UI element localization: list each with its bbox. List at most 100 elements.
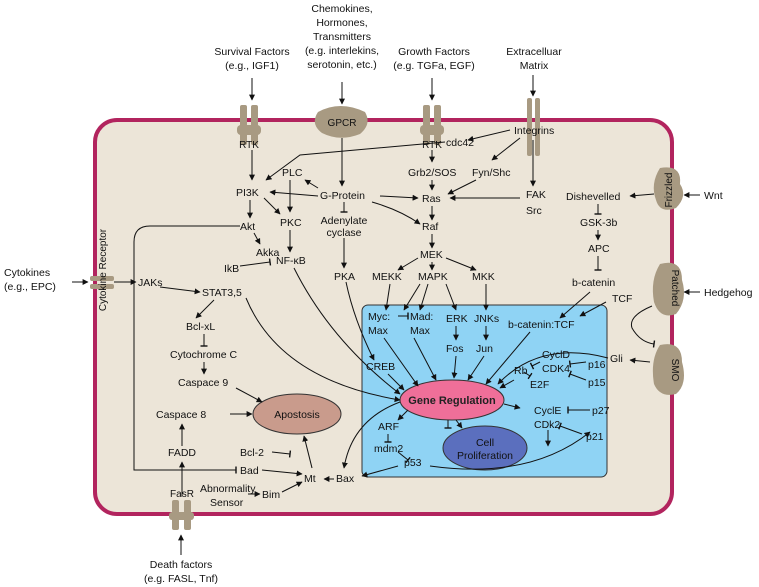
cytokine-receptor — [90, 276, 114, 289]
svg-text:cyclase: cyclase — [326, 227, 361, 239]
cytokine-receptor-label: Cytokine Receptor — [98, 228, 109, 311]
pathway-edges — [72, 75, 700, 555]
mad-node: Mad: — [410, 311, 433, 323]
svg-text:Hormones,: Hormones, — [316, 17, 367, 29]
bcl2-node: Bcl-2 — [240, 447, 264, 459]
frizzled-receptor — [653, 167, 684, 210]
raf-node: Raf — [422, 221, 438, 233]
cell-proliferation-label: Cell Proliferation — [457, 437, 513, 462]
extracellular-matrix-label: Extracelluar Matrix — [506, 46, 562, 72]
dishevelled-node: Dishevelled — [566, 191, 620, 203]
apostosis-label: Apostosis — [274, 409, 320, 421]
caspase9-node: Caspace 9 — [178, 377, 228, 389]
nfkb-node: NF-κB — [276, 255, 306, 267]
gpcr-label: GPCR — [328, 118, 357, 129]
wnt-label: Wnt — [704, 190, 723, 202]
gli-node: Gli — [610, 353, 623, 365]
rtk-label-2: RTK — [422, 140, 442, 151]
mkk-node: MKK — [472, 271, 495, 283]
svg-text:(e.g. FASL, Tnf): (e.g. FASL, Tnf) — [144, 573, 218, 585]
bclxl-node: Bcl-xL — [186, 321, 215, 333]
max-node-1: Max — [368, 325, 389, 337]
tcf-node: TCF — [612, 293, 632, 305]
pka-node: PKA — [334, 271, 355, 283]
e2f-node: E2F — [530, 379, 549, 391]
svg-text:(e.g. interlekins,: (e.g. interlekins, — [305, 45, 379, 57]
svg-text:Growth Factors: Growth Factors — [398, 46, 470, 58]
max-node-2: Max — [410, 325, 431, 337]
p16-node: p16 — [588, 359, 606, 371]
cdc42-node: cdc42 — [446, 137, 474, 149]
svg-text:(e.g., EPC): (e.g., EPC) — [4, 281, 56, 293]
creb-node: CREB — [366, 361, 395, 373]
rtk-label-1: RTK — [239, 140, 259, 151]
gprotein-node: G-Protein — [320, 190, 365, 202]
patched-receptor — [652, 262, 684, 316]
death-factors-label: Death factors (e.g. FASL, Tnf) — [144, 559, 218, 585]
p21-node: p21 — [586, 431, 604, 443]
mdm2-node: mdm2 — [374, 443, 403, 455]
jaks-node: JAKs — [138, 277, 163, 289]
bax-node: Bax — [336, 473, 355, 485]
svg-text:Cell: Cell — [476, 437, 494, 449]
bcatenin-tcf-node: b-catenin:TCF — [508, 319, 575, 331]
smo-label: SMO — [669, 359, 680, 382]
cycld-node: CyclD — [542, 349, 570, 361]
akka-node: Akka — [256, 247, 280, 259]
svg-text:(e.g. TGFa, EGF): (e.g. TGFa, EGF) — [393, 60, 475, 72]
mapk-node: MAPK — [418, 271, 448, 283]
rtk-receptor-1 — [237, 105, 261, 145]
ikb-node: IkB — [224, 263, 239, 275]
cdk2-node: CDk2 — [534, 419, 560, 431]
svg-text:Transmitters: Transmitters — [313, 31, 371, 43]
smo-receptor — [652, 344, 684, 395]
p53-node: p53 — [404, 457, 422, 469]
survival-factors-label: Survival Factors (e.g., IGF1) — [214, 46, 289, 72]
apc-node: APC — [588, 243, 610, 255]
integrins-label: Integrins — [514, 125, 554, 137]
apostosis-node — [252, 393, 342, 435]
bim-node: Bim — [262, 489, 280, 501]
pkc-node: PKC — [280, 217, 302, 229]
svg-text:Matrix: Matrix — [520, 60, 549, 72]
erk-node: ERK — [446, 313, 468, 325]
mt-node: Mt — [304, 473, 316, 485]
gsk3b-node: GSK-3b — [580, 217, 618, 229]
hedgehog-label: Hedgehog — [704, 287, 753, 299]
gpcr-receptor — [314, 106, 368, 138]
svg-text:Cytokines: Cytokines — [4, 267, 50, 279]
svg-text:Chemokines,: Chemokines, — [311, 3, 372, 15]
svg-text:Survival Factors: Survival Factors — [214, 46, 289, 58]
p27-node: p27 — [592, 405, 610, 417]
pi3k-node: PI3K — [236, 187, 259, 199]
jun-node: Jun — [476, 343, 493, 355]
akt-node: Akt — [240, 221, 255, 233]
growth-factors-label: Growth Factors (e.g. TGFa, EGF) — [393, 46, 475, 72]
cytochrome-c-node: Cytochrome C — [170, 349, 238, 361]
fos-node: Fos — [446, 343, 464, 355]
patched-label: Patched — [669, 270, 680, 307]
myc-node: Myc: — [368, 311, 390, 323]
chemokines-label: Chemokines, Hormones, Transmitters (e.g.… — [305, 3, 379, 71]
svg-text:Abnormality: Abnormality — [200, 483, 256, 495]
jnks-node: JNKs — [474, 313, 499, 325]
mek-node: MEK — [420, 249, 443, 261]
abnormality-sensor-node: Abnormality Sensor — [200, 483, 256, 509]
frizzled-label: Frizzled — [664, 172, 675, 207]
svg-text:Proliferation: Proliferation — [457, 450, 513, 462]
caspase8-node: Caspace 8 — [156, 409, 206, 421]
arf-node: ARF — [378, 421, 399, 433]
ras-node: Ras — [422, 193, 441, 205]
cytokines-label: Cytokines (e.g., EPC) — [4, 267, 56, 293]
svg-text:(e.g., IGF1): (e.g., IGF1) — [225, 60, 279, 72]
plc-node: PLC — [282, 167, 303, 179]
bcatenin-node: b-catenin — [572, 277, 615, 289]
src-node: Src — [526, 205, 542, 217]
p15-node: p15 — [588, 377, 606, 389]
mekk-node: MEKK — [372, 271, 402, 283]
svg-text:Adenylate: Adenylate — [321, 215, 368, 227]
cell-proliferation-node — [442, 425, 528, 471]
svg-text:Sensor: Sensor — [210, 497, 244, 509]
